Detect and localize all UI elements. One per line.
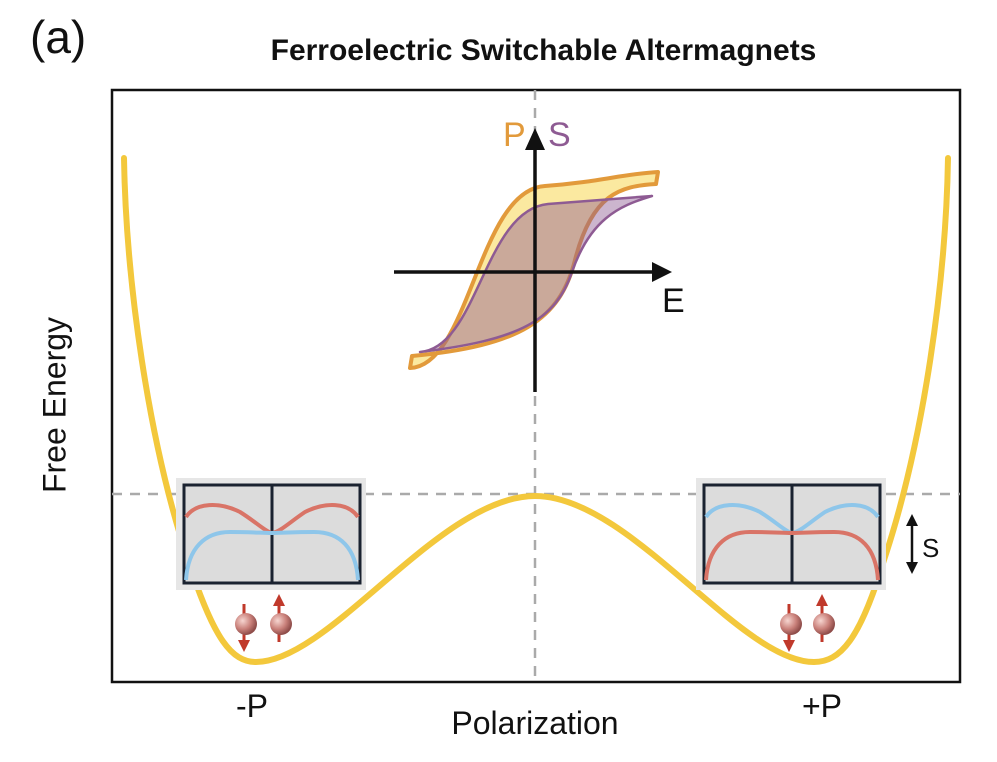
x-axis-label: Polarization <box>451 705 619 741</box>
band-blue-minus-p <box>184 529 360 581</box>
band-inset-plus-p <box>696 478 886 590</box>
spin-pair-minus-p <box>235 594 292 652</box>
panel-label: (a) <box>30 11 87 63</box>
spin-atom-up <box>270 613 292 635</box>
free-energy-curve <box>121 155 951 666</box>
hysteresis-inset: P S E <box>394 116 685 392</box>
spin-splitting-indicator: S <box>906 514 939 574</box>
x-tick-minus-p: -P <box>236 688 268 724</box>
e-field-arrowhead <box>652 262 672 282</box>
spin-atom-down <box>780 613 802 635</box>
spin-atom-up <box>813 613 835 635</box>
p-axis-label: P <box>503 116 526 154</box>
s-axis-label: S <box>548 116 571 154</box>
p-s-arrowhead <box>525 128 545 150</box>
e-axis-label: E <box>662 282 685 320</box>
spin-pair-plus-p <box>780 594 835 652</box>
figure-title: Ferroelectric Switchable Altermagnets <box>270 34 817 67</box>
spin-atom-down <box>235 613 257 635</box>
band-inset-minus-p <box>176 478 366 590</box>
x-tick-plus-p: +P <box>801 688 843 724</box>
spin-splitting-label: S <box>922 533 939 563</box>
band-red-plus-p <box>704 529 880 581</box>
